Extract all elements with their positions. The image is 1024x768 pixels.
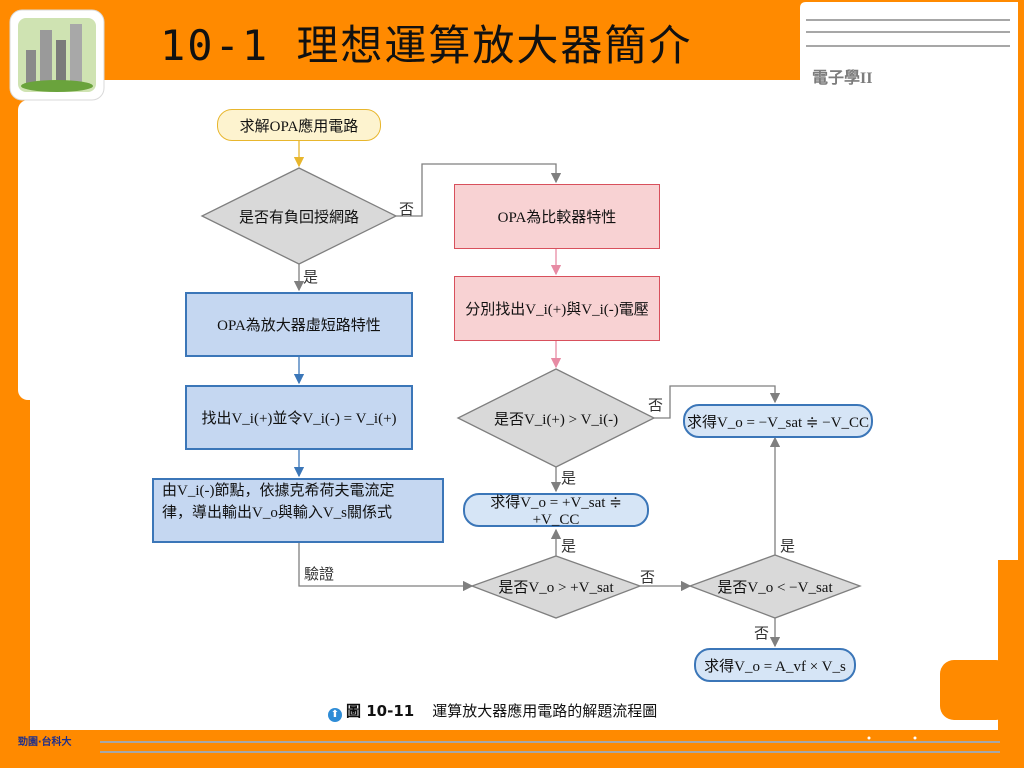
label-yes-vo-neg: 是 xyxy=(780,539,796,555)
flow-connectors xyxy=(293,141,781,648)
label-yes-compare: 是 xyxy=(561,471,577,487)
figure-caption: ⬆ 圖 10-11 運算放大器應用電路的解題流程圖 xyxy=(328,700,657,722)
label-yes-vo-pos: 是 xyxy=(561,539,577,555)
comparator-box: OPA為比較器特性 xyxy=(454,184,660,249)
decision-compare-text: 是否V_i(+) > V_i(-) xyxy=(493,411,619,428)
figure-number: 圖 10-11 xyxy=(346,702,415,720)
label-no-vo-neg: 否 xyxy=(754,626,770,642)
kcl-line-2: 律，導出輸出V_o與輸入V_s關係式 xyxy=(162,505,393,521)
result-negative-saturation: 求得V_o = −V_sat ≑ −V_CC xyxy=(683,404,873,438)
figure-arrow-icon: ⬆ xyxy=(328,708,342,722)
label-verify: 驗證 xyxy=(304,567,335,583)
decision-feedback-diamond xyxy=(200,167,398,265)
decision-vo-neg-text: 是否V_o < −V_sat xyxy=(717,579,833,596)
label-yes-feedback: 是 xyxy=(303,270,319,286)
kcl-box: 由V_i(-)節點，依據克希荷夫電流定 律，導出輸出V_o與輸入V_s關係式 xyxy=(152,478,444,543)
result-positive-saturation: 求得V_o = +V_sat ≑ +V_CC xyxy=(463,493,649,528)
decision-feedback-text: 是否有負回授網路 xyxy=(238,209,359,226)
find-voltages-box: 分別找出V_i(+)與V_i(-)電壓 xyxy=(454,276,660,341)
slide-title: 10-1 理想運算放大器簡介 xyxy=(160,21,693,70)
label-no-feedback: 否 xyxy=(399,202,415,218)
figure-caption-text: 運算放大器應用電路的解題流程圖 xyxy=(432,702,658,720)
virtual-short-box: OPA為放大器虛短路特性 xyxy=(185,292,413,357)
decision-vo-pos-text: 是否V_o > +V_sat xyxy=(498,579,614,596)
result-gain: 求得V_o = A_vf × V_s xyxy=(694,648,856,682)
course-name: 電子學II xyxy=(812,70,873,87)
start-node: 求解OPA應用電路 xyxy=(217,109,381,141)
find-vi-box: 找出V_i(+)並令V_i(-) = V_i(+) xyxy=(185,385,413,450)
header-lines xyxy=(100,19,1010,753)
kcl-line-1: 由V_i(-)節點，依據克希荷夫電流定 xyxy=(162,483,395,499)
header-illustration xyxy=(9,9,105,101)
label-no-vo-pos: 否 xyxy=(640,570,656,586)
decision-vo-pos-diamond xyxy=(470,555,642,619)
publisher-logo: 勁園‧台科大 xyxy=(18,737,72,748)
label-no-compare: 否 xyxy=(648,398,664,414)
decision-compare-diamond xyxy=(456,368,656,468)
decision-vo-neg-diamond xyxy=(688,554,862,619)
